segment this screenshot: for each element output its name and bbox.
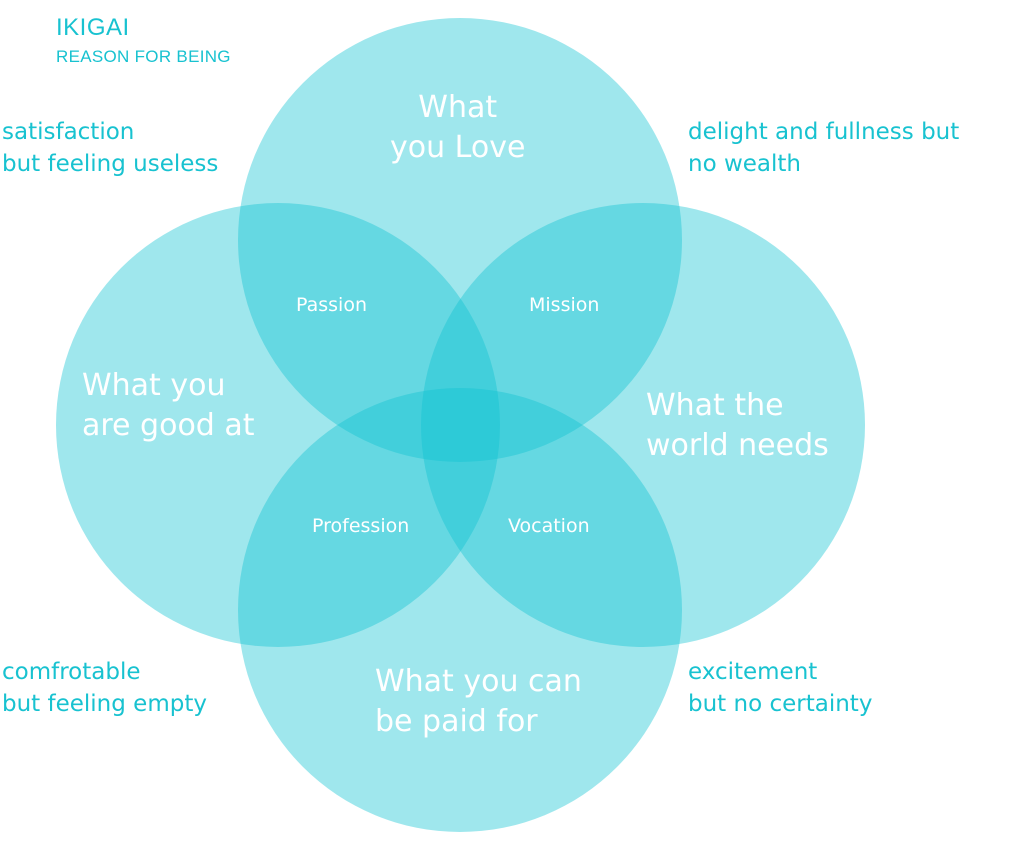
- label-what-the-world-needs: What the world needs: [646, 386, 829, 466]
- label-line: world needs: [646, 428, 829, 463]
- circle-what-you-can-be-paid-for: [238, 388, 682, 832]
- circle-what-you-love: [238, 18, 682, 462]
- corner-note-line: satisfaction: [2, 119, 135, 145]
- corner-note-line: but no certainty: [688, 691, 873, 717]
- corner-note-bottom-right: excitement but no certainty: [688, 656, 872, 720]
- circle-what-the-world-needs: [421, 203, 865, 647]
- diagram-subtitle: REASON FOR BEING: [56, 47, 231, 66]
- circle-what-you-are-good-at: [56, 203, 500, 647]
- corner-note-line: excitement: [688, 659, 818, 685]
- label-what-you-love: What you Love: [390, 88, 525, 168]
- label-line: What: [418, 90, 498, 125]
- corner-note-top-left: satisfaction but feeling useless: [2, 116, 218, 180]
- corner-note-line: comfrotable: [2, 659, 141, 685]
- title-block: IKIGAI REASON FOR BEING: [56, 14, 231, 72]
- label-line: What you can: [375, 664, 582, 699]
- overlap-label-mission: Mission: [529, 294, 600, 316]
- label-what-you-are-good-at: What you are good at: [82, 366, 255, 446]
- overlap-label-profession: Profession: [312, 515, 410, 537]
- corner-note-top-right: delight and fullness but no wealth: [688, 116, 959, 180]
- label-line: What the: [646, 388, 784, 423]
- corner-note-bottom-left: comfrotable but feeling empty: [2, 656, 207, 720]
- diagram-title: IKIGAI: [56, 14, 130, 41]
- corner-note-line: but feeling useless: [2, 151, 219, 177]
- corner-note-line: no wealth: [688, 151, 802, 177]
- label-what-you-can-be-paid-for: What you can be paid for: [375, 662, 582, 742]
- corner-note-line: but feeling empty: [2, 691, 207, 717]
- label-line: are good at: [82, 408, 255, 443]
- overlap-label-passion: Passion: [296, 294, 367, 316]
- label-line: be paid for: [375, 704, 538, 739]
- label-line: What you: [82, 368, 226, 403]
- label-line: you Love: [390, 130, 526, 165]
- corner-note-line: delight and fullness but: [688, 119, 960, 145]
- overlap-label-vocation: Vocation: [508, 515, 590, 537]
